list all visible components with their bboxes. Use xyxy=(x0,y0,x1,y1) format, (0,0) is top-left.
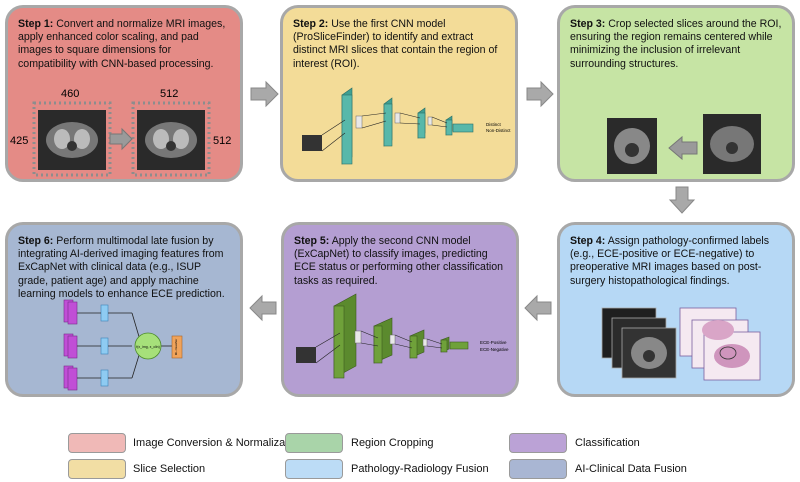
legend-label-region-cropping: Region Cropping xyxy=(351,437,434,449)
cnn2-label-ece-positive: ECE-Positive xyxy=(480,340,507,345)
step5-description: Apply the second CNN model (ExCapNet) to… xyxy=(294,235,504,287)
step2-description: Use the first CNN model (ProSliceFinder)… xyxy=(293,18,498,70)
ml-output-box xyxy=(171,335,183,359)
step6-description: Perform multimodal late fusion by integr… xyxy=(18,235,225,300)
legend-label-image-conversion: Image Conversion & Normalization xyxy=(133,437,303,449)
legend-label-slice-selection: Slice Selection xyxy=(133,463,206,475)
arrow-step4-to-step5 xyxy=(524,294,552,322)
legend-label-classification: Classification xyxy=(575,437,640,449)
step4-heading: Step 4: xyxy=(570,235,606,247)
cnn2-label-ece-negative: ECE-Negative xyxy=(480,347,509,352)
cnn1-label-non-distinct: Non-Distinct xyxy=(486,128,511,133)
step2-panel: Step 2: Use the first CNN model (ProSlic… xyxy=(280,5,518,182)
step1-text: Step 1: Convert and normalize MRI images… xyxy=(18,18,230,71)
dim-height-before: 425 xyxy=(10,135,28,147)
step3-description: Crop selected slices around the ROI, ens… xyxy=(570,18,782,70)
cropped-mri-image xyxy=(607,118,657,174)
legend-label-ai-clinical: AI-Clinical Data Fusion xyxy=(575,463,687,475)
step3-inner-arrow xyxy=(668,135,698,161)
step5-heading: Step 5: xyxy=(294,235,330,247)
step2-text: Step 2: Use the first CNN model (ProSlic… xyxy=(293,18,505,71)
step3-heading: Step 3: xyxy=(570,18,606,30)
step5-panel: Step 5: Apply the second CNN model (ExCa… xyxy=(281,222,519,397)
arrow-step5-to-step6 xyxy=(249,294,277,322)
mri-image-original xyxy=(38,110,106,170)
step6-text: Step 6: Perform multimodal late fusion b… xyxy=(18,235,230,301)
legend-swatch-pathology-radiology xyxy=(285,459,343,479)
step4-text: Step 4: Assign pathology-confirmed label… xyxy=(570,235,782,288)
legend-swatch-image-conversion xyxy=(68,433,126,453)
mri-stack xyxy=(601,307,677,379)
arrow-step2-to-step3 xyxy=(526,80,554,108)
step1-inner-arrow xyxy=(109,127,133,151)
step5-text: Step 5: Apply the second CNN model (ExCa… xyxy=(294,235,506,288)
source-mri-image xyxy=(703,114,761,174)
step4-description: Assign pathology-confirmed labels (e.g.,… xyxy=(570,235,770,287)
step3-text: Step 3: Crop selected slices around the … xyxy=(570,18,782,71)
legend-label-pathology-radiology: Pathology-Radiology Fusion xyxy=(351,463,489,475)
legend-swatch-region-cropping xyxy=(285,433,343,453)
legend-swatch-slice-selection xyxy=(68,459,126,479)
cnn1-label-distinct: Distinct xyxy=(486,122,502,127)
step6-heading: Step 6: xyxy=(18,235,54,247)
fusion-node xyxy=(134,332,162,360)
arrow-step1-to-step2 xyxy=(250,80,279,108)
ml-output-label: ML classifier xyxy=(174,339,178,356)
dim-width-before: 460 xyxy=(61,88,79,100)
step1-description: Convert and normalize MRI images, apply … xyxy=(18,18,226,70)
mri-image-padded xyxy=(137,110,205,170)
histopathology-stack xyxy=(679,307,761,381)
fusion-node-label: f(x_img, x_clin) xyxy=(136,345,160,349)
step6-panel: Step 6: Perform multimodal late fusion b… xyxy=(5,222,243,397)
dim-height-after: 512 xyxy=(213,135,231,147)
step1-heading: Step 1: xyxy=(18,18,54,30)
arrow-step3-to-step4 xyxy=(668,186,696,214)
legend-swatch-ai-clinical xyxy=(509,459,567,479)
dim-width-after: 512 xyxy=(160,88,178,100)
step2-heading: Step 2: xyxy=(293,18,329,30)
legend-swatch-classification xyxy=(509,433,567,453)
